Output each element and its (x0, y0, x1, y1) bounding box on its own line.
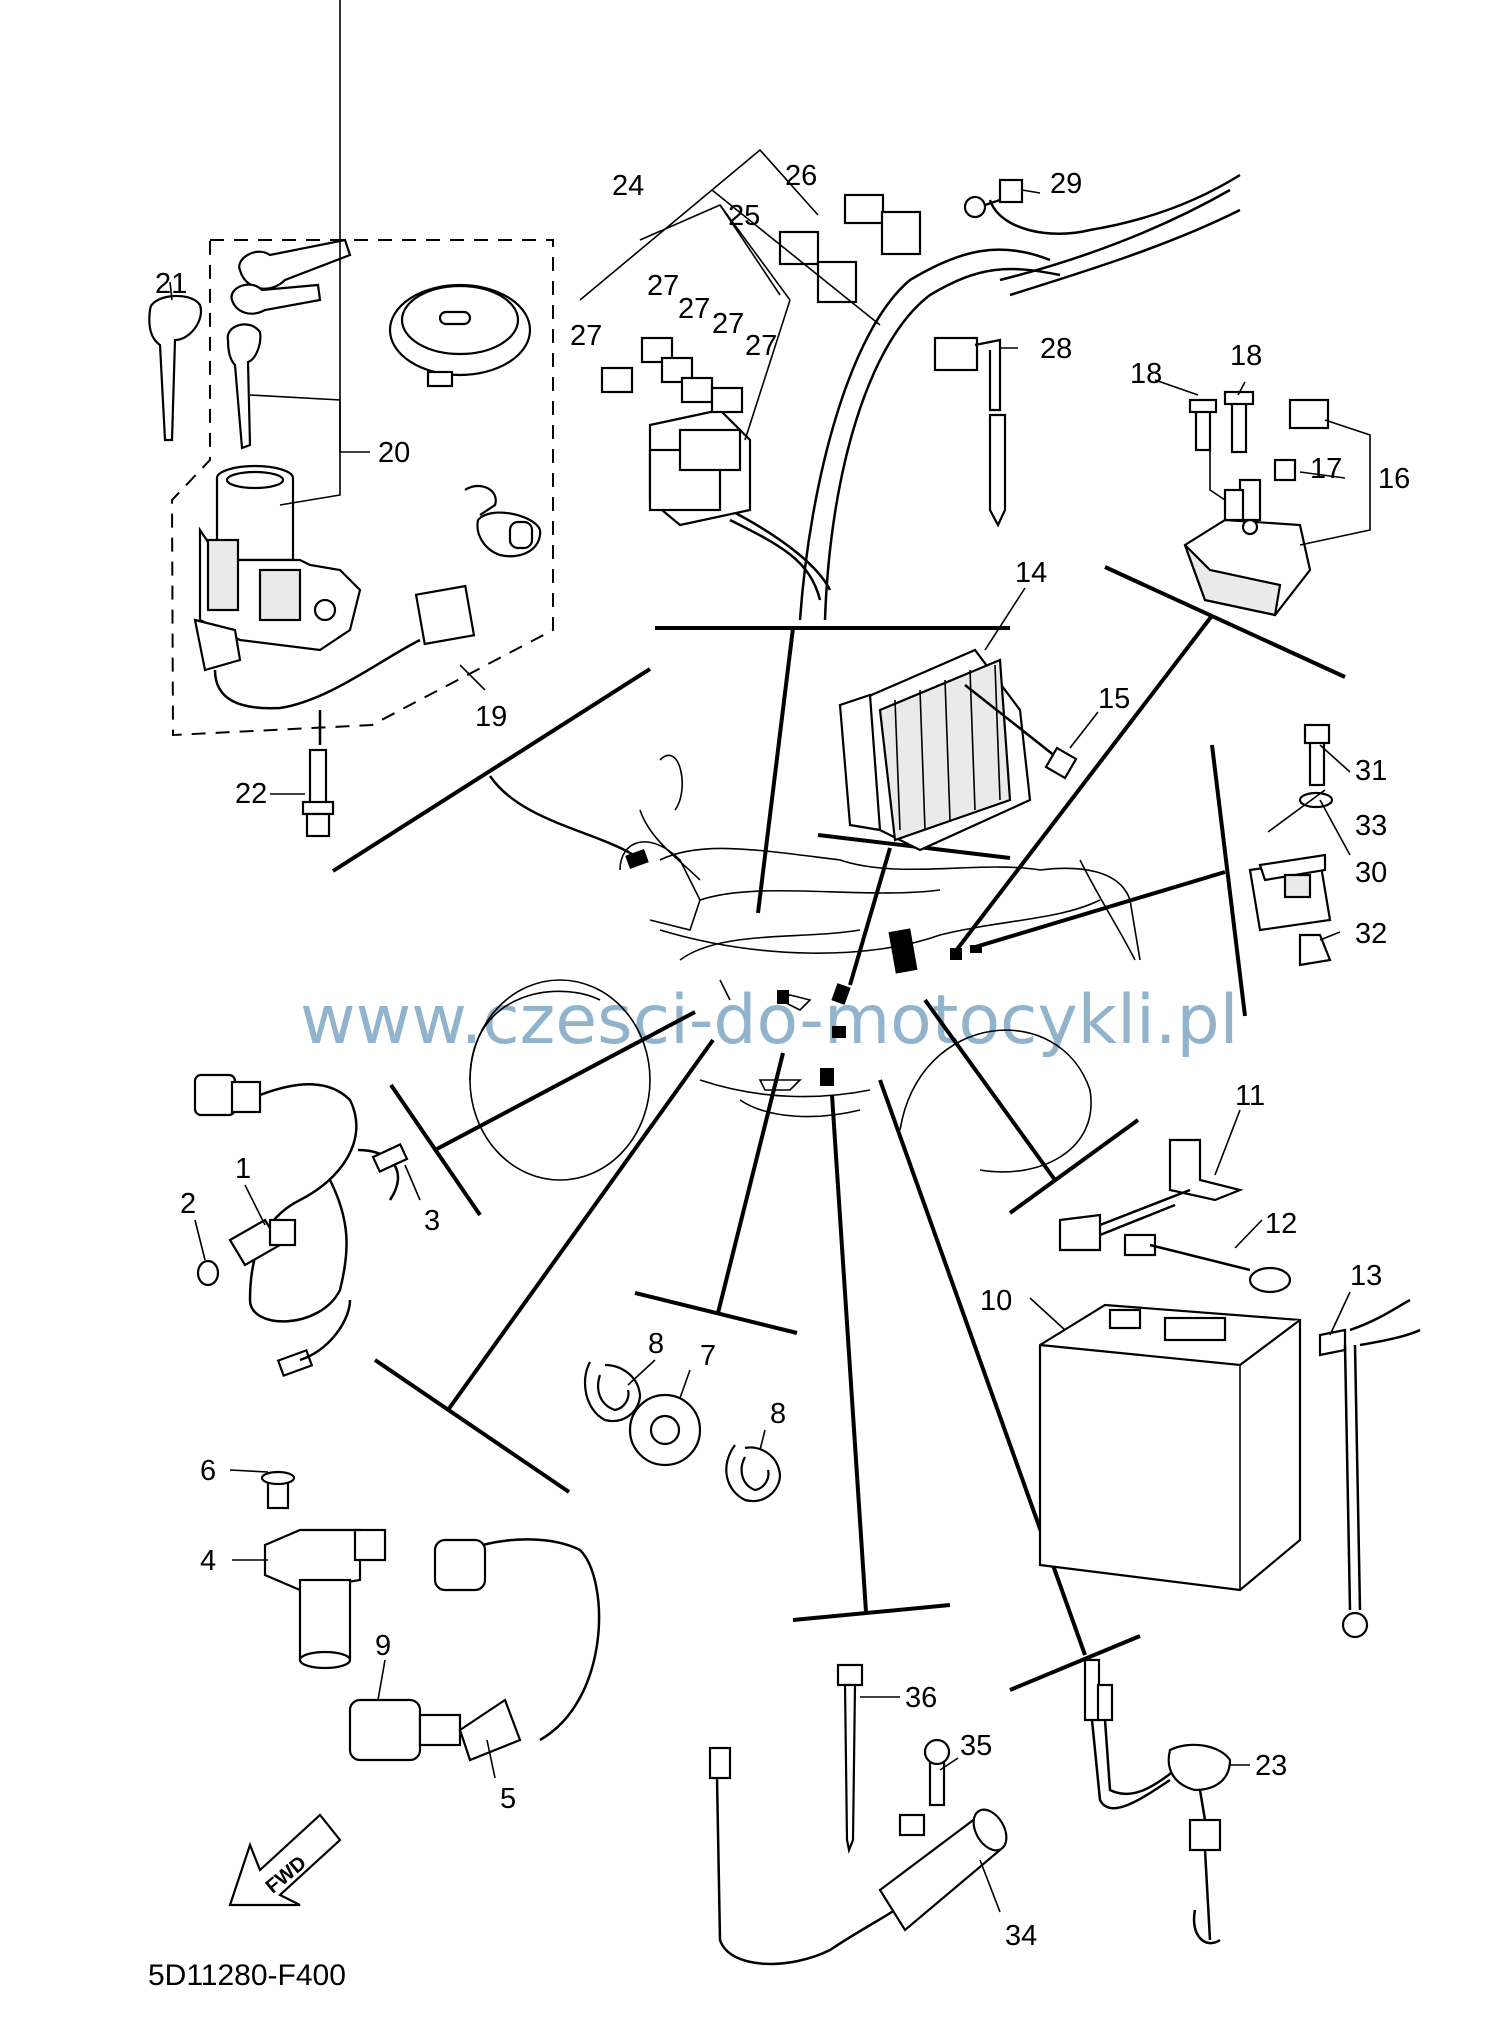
callout-16: 16 (1378, 463, 1410, 495)
callout-34: 34 (1005, 1920, 1037, 1952)
callout-2: 2 (180, 1188, 196, 1220)
leader-lines (331, 565, 1346, 1692)
motorcycle-outline (469, 754, 1141, 1181)
callout-20: 20 (378, 437, 410, 469)
main-switch-kit[interactable] (148, 238, 554, 745)
circlip-icon (583, 1361, 782, 1503)
callout-33: 33 (1355, 810, 1387, 842)
ground-cable-icon (1318, 1298, 1421, 1639)
callout-18-left: 18 (1130, 358, 1162, 390)
callout-30: 30 (1355, 857, 1387, 889)
callout-5: 5 (500, 1783, 516, 1815)
speed-sensor[interactable] (260, 1470, 601, 1762)
rotor-icon (628, 1393, 702, 1467)
diagram-code: 5D11280-F400 (148, 1959, 346, 1992)
main-switch-icon (193, 464, 476, 745)
callout-24: 24 (612, 170, 644, 202)
rectifier-regulator[interactable] (838, 648, 1078, 852)
battery-cable-icon (1123, 1233, 1292, 1294)
neutral-switch[interactable] (1083, 1658, 1232, 1945)
oxygen-sensor[interactable] (193, 1073, 409, 1378)
fuse-box-icon (648, 408, 752, 527)
callout-1: 1 (235, 1153, 251, 1185)
bolt-icon (301, 748, 335, 838)
callout-31: 31 (1355, 755, 1387, 787)
callout-6: 6 (200, 1455, 216, 1487)
watermark: www.czesci-do-motocykli.pl (300, 981, 1239, 1060)
coupler-icon (933, 336, 1007, 528)
starter-relay-icon (708, 1738, 1008, 1966)
callout-18-right: 18 (1230, 340, 1262, 372)
callout-35: 35 (960, 1730, 992, 1762)
callout-3: 3 (424, 1205, 440, 1237)
callout-23: 23 (1255, 1750, 1287, 1782)
callout-36: 36 (905, 1682, 937, 1714)
callout-leaders (169, 0, 1351, 1913)
callout-15: 15 (1098, 683, 1130, 715)
callout-27-d: 27 (712, 308, 744, 340)
callout-29: 29 (1050, 168, 1082, 200)
callout-21: 21 (155, 268, 187, 300)
callout-7: 7 (700, 1340, 716, 1372)
callout-9: 9 (375, 1630, 391, 1662)
fwd-arrow-icon: FWD (228, 1813, 342, 1907)
callout-27-e: 27 (745, 330, 777, 362)
ground-lead-icon (963, 173, 1241, 235)
callouts: 1 2 3 4 5 6 7 8 8 9 10 11 12 13 14 15 16… (155, 160, 1410, 1952)
starter-relay[interactable] (1183, 390, 1371, 617)
callout-11: 11 (1235, 1080, 1265, 1112)
wire-harness[interactable] (579, 148, 1241, 621)
callout-14: 14 (1015, 557, 1047, 589)
fuel-cap-icon (388, 283, 532, 388)
callout-26: 26 (785, 160, 817, 192)
callout-27-b: 27 (647, 270, 679, 302)
coupler-holder[interactable] (1248, 723, 1334, 967)
key-icon (148, 238, 352, 450)
callout-32: 32 (1355, 918, 1387, 950)
callout-19: 19 (475, 701, 507, 733)
callout-27-a: 27 (570, 320, 602, 352)
callout-10: 10 (980, 1285, 1012, 1317)
callout-27-c: 27 (678, 293, 710, 325)
seat-lock-icon (464, 484, 542, 558)
callout-8-right: 8 (770, 1398, 786, 1430)
cable-tie-icon (836, 1663, 864, 1854)
callout-4: 4 (200, 1545, 216, 1577)
callout-17: 17 (1310, 453, 1342, 485)
callout-28: 28 (1040, 333, 1072, 365)
battery-band-icon (1058, 1138, 1244, 1252)
callout-25: 25 (728, 200, 760, 232)
callout-22: 22 (235, 778, 267, 810)
fuse-icon (600, 336, 744, 414)
callout-12: 12 (1265, 1208, 1297, 1240)
callout-8-left: 8 (648, 1328, 664, 1360)
battery[interactable] (1038, 1303, 1302, 1592)
callout-13: 13 (1350, 1260, 1382, 1292)
connector-icon (778, 193, 922, 304)
